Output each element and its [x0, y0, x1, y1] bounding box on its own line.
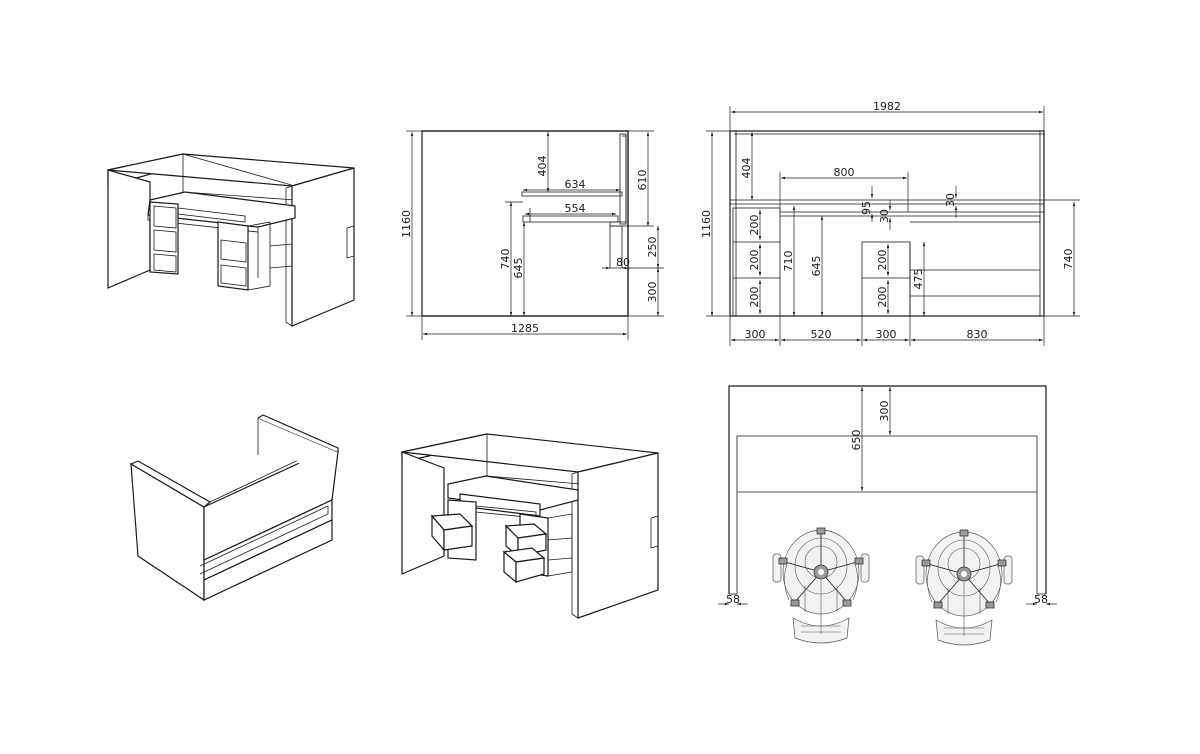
- side-section-view: 1160 404 634 610 554 740 645 250 80 300: [400, 130, 664, 340]
- dim-58-left: 58: [726, 593, 740, 606]
- dim-300-side: 300: [646, 282, 659, 303]
- dim-80-side: 80: [616, 256, 630, 269]
- dim-30b-front: 30: [944, 193, 957, 207]
- dim-58-right: 58: [1034, 593, 1048, 606]
- dim-645-side: 645: [512, 258, 525, 279]
- dim-634-side: 634: [565, 178, 586, 191]
- dim-830-bottom: 830: [967, 328, 988, 341]
- dim-1982-front: 1982: [873, 100, 901, 113]
- dim-740-front: 740: [1062, 249, 1075, 270]
- dim-250-side: 250: [646, 237, 659, 258]
- dim-95-front: 95: [860, 201, 873, 215]
- dim-404-front: 404: [740, 158, 753, 179]
- dim-300-plan: 300: [878, 401, 891, 422]
- dim-30a-front: 30: [878, 209, 891, 223]
- dim-1160-front: 1160: [700, 210, 713, 238]
- office-chair-right-icon: [915, 529, 1013, 646]
- plan-view-with-chairs: 300 650 58 58: [718, 385, 1057, 646]
- isometric-desk-drawers-open: [401, 433, 659, 619]
- isometric-desk-left-view: [107, 153, 355, 327]
- office-chair-left-icon: [772, 527, 870, 644]
- dim-520-bottom: 520: [811, 328, 832, 341]
- dim-650-plan: 650: [850, 430, 863, 451]
- dim-610-side: 610: [636, 170, 649, 191]
- dim-200-left-2: 200: [748, 250, 761, 271]
- dim-475-front: 475: [912, 269, 925, 290]
- dim-200-left-3: 200: [748, 287, 761, 308]
- dim-740-side: 740: [499, 249, 512, 270]
- dim-554-side: 554: [565, 202, 586, 215]
- dim-1285-side: 1285: [511, 322, 539, 335]
- dim-300-bottom-1: 300: [745, 328, 766, 341]
- dim-800-front: 800: [834, 166, 855, 179]
- dim-300-bottom-2: 300: [876, 328, 897, 341]
- dim-404-side: 404: [536, 156, 549, 177]
- front-elevation-view: 1982 1160 404 800 95 30 30 200 200 200: [700, 100, 1080, 346]
- dim-645-front: 645: [810, 256, 823, 277]
- dim-200-mid-2: 200: [876, 287, 889, 308]
- dim-1160-side: 1160: [400, 210, 413, 238]
- dim-200-left-1: 200: [748, 215, 761, 236]
- isometric-reception-front: [129, 414, 339, 602]
- dim-200-mid-1: 200: [876, 250, 889, 271]
- dim-710-front: 710: [782, 251, 795, 272]
